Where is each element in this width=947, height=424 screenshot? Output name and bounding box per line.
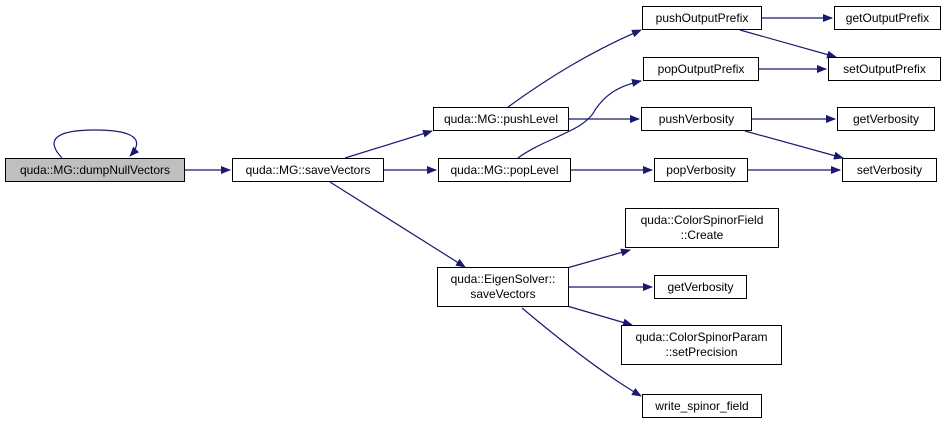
node-colorspinorparam-setprecision-line1: quda::ColorSpinorParam — [635, 330, 768, 344]
node-get-output-prefix-label: getOutputPrefix — [845, 10, 930, 25]
node-push-output-prefix-label: pushOutputPrefix — [655, 10, 749, 25]
node-write-spinor-field[interactable]: write_spinor_field — [642, 394, 762, 418]
edge-savevectors-eigensavevectors — [329, 181, 466, 268]
node-mg-save-vectors[interactable]: quda::MG::saveVectors — [232, 158, 384, 182]
node-set-output-prefix[interactable]: setOutputPrefix — [828, 57, 941, 81]
node-mg-pop-level-label: quda::MG::popLevel — [450, 162, 559, 177]
node-colorspinorparam-setprecision[interactable]: quda::ColorSpinorParam ::setPrecision — [621, 325, 782, 365]
node-colorspinorparam-setprecision-line2: ::setPrecision — [665, 345, 738, 359]
node-eigensolver-save-vectors-line2: saveVectors — [470, 287, 536, 301]
edge-savevectors-pushlevel — [344, 129, 433, 159]
node-pop-output-prefix-label: popOutputPrefix — [657, 61, 745, 76]
node-pop-output-prefix[interactable]: popOutputPrefix — [643, 57, 759, 81]
edge-pushlevel-pushoutputprefix — [507, 29, 642, 108]
node-colorspinorfield-create-line1: quda::ColorSpinorField — [640, 213, 764, 227]
node-get-output-prefix[interactable]: getOutputPrefix — [834, 6, 941, 30]
node-set-output-prefix-label: setOutputPrefix — [843, 61, 926, 76]
node-set-verbosity[interactable]: setVerbosity — [842, 158, 937, 182]
node-colorspinorfield-create-line2: ::Create — [680, 228, 724, 242]
node-get-verbosity-bottom-label: getVerbosity — [667, 279, 734, 294]
edge-eigen-writespinorfield — [521, 307, 642, 397]
node-mg-push-level-label: quda::MG::pushLevel — [443, 111, 559, 126]
edge-poplevel-popoutputprefix — [517, 79, 642, 159]
node-mg-pop-level[interactable]: quda::MG::popLevel — [438, 158, 571, 182]
node-pop-verbosity[interactable]: popVerbosity — [654, 158, 748, 182]
node-push-verbosity[interactable]: pushVerbosity — [641, 107, 752, 131]
node-dump-null-vectors: quda::MG::dumpNullVectors — [5, 158, 185, 182]
edge-eigen-colorspinorfieldcreate — [566, 248, 631, 269]
node-eigensolver-save-vectors-line1: quda::EigenSolver:: — [450, 272, 556, 286]
node-get-verbosity-bottom[interactable]: getVerbosity — [654, 275, 747, 299]
edge-pushoutputprefix-setoutputprefix — [739, 29, 837, 59]
node-get-verbosity-top-label: getVerbosity — [852, 111, 920, 126]
node-push-verbosity-label: pushVerbosity — [658, 111, 735, 126]
node-get-verbosity-top[interactable]: getVerbosity — [837, 107, 935, 131]
node-write-spinor-field-label: write_spinor_field — [655, 398, 749, 413]
node-colorspinorfield-create[interactable]: quda::ColorSpinorField ::Create — [625, 208, 779, 248]
node-dump-null-vectors-label: quda::MG::dumpNullVectors — [19, 162, 171, 177]
edge-dumpnullvectors-self — [53, 129, 140, 159]
edge-pushverbosity-setverbosity — [744, 130, 844, 160]
node-mg-push-level[interactable]: quda::MG::pushLevel — [433, 107, 569, 131]
node-pop-verbosity-label: popVerbosity — [666, 162, 736, 177]
node-set-verbosity-label: setVerbosity — [856, 162, 923, 177]
node-push-output-prefix[interactable]: pushOutputPrefix — [642, 6, 762, 30]
node-mg-save-vectors-label: quda::MG::saveVectors — [245, 162, 371, 177]
node-eigensolver-save-vectors[interactable]: quda::EigenSolver:: saveVectors — [437, 267, 569, 307]
edge-eigen-colorspinorparamsetprecision — [566, 305, 633, 327]
